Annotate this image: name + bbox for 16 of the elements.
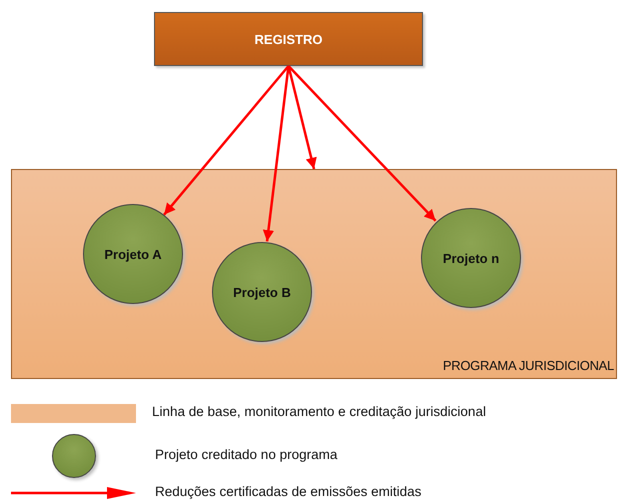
project-circle xyxy=(83,204,183,304)
arrow xyxy=(262,66,290,242)
node-label: Projeto B xyxy=(233,284,291,300)
legend-label: Linha de base, monitoramento e creditação jurisdicional xyxy=(152,404,486,419)
legend-label: Reduções certificadas de emissões emitidas xyxy=(155,484,422,499)
registry-box xyxy=(154,12,423,66)
arrow xyxy=(288,65,436,222)
legend-label: Projeto creditado no programa xyxy=(155,447,338,462)
node-label: REGISTRO xyxy=(254,32,322,46)
arrow xyxy=(287,66,317,170)
program-band xyxy=(11,169,617,379)
program-label: PROGRAMA JURISDICIONAL xyxy=(442,358,614,373)
node-label: Projeto A xyxy=(104,246,162,262)
arrow xyxy=(163,65,290,216)
node-label: Projeto n xyxy=(442,250,500,266)
project-circle xyxy=(421,208,521,308)
